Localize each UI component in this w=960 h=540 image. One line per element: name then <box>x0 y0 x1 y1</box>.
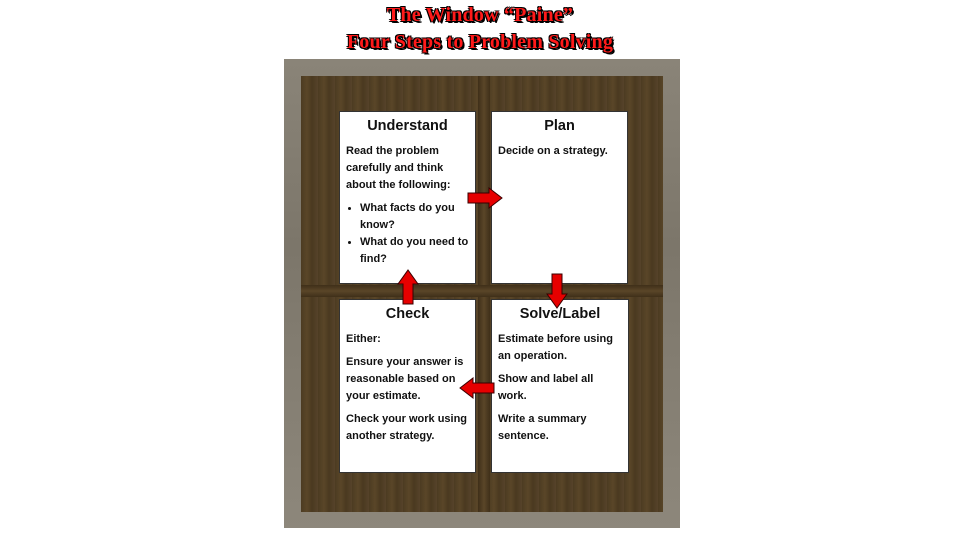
pane-check: Check Either: Ensure your answer is reas… <box>339 299 476 473</box>
check-item: Check your work using another strategy. <box>346 413 468 442</box>
pane-title-understand: Understand <box>367 118 448 134</box>
arrow-right-icon <box>467 187 503 209</box>
understand-intro: Read the problem carefully and think abo… <box>346 145 451 191</box>
page-subtitle: Four Steps to Problem Solving <box>346 31 614 53</box>
understand-bullet: What facts do you know? <box>360 200 469 234</box>
pane-plan: Plan Decide on a strategy. <box>491 111 628 284</box>
page-title: The Window “Paine” <box>386 4 574 26</box>
pane-understand: Understand Read the problem carefully an… <box>339 111 476 284</box>
solve-item: Show and label all work. <box>498 373 594 402</box>
pane-title-solve-label: Solve/Label <box>519 306 601 322</box>
arrow-up-icon <box>397 269 419 305</box>
pane-title-plan: Plan <box>544 118 575 134</box>
check-item: Ensure your answer is reasonable based o… <box>346 356 464 402</box>
pane-solve-label: Solve/Label Estimate before using an ope… <box>491 299 629 473</box>
window-mullion-horizontal <box>301 285 663 297</box>
pane-title-check: Check <box>385 306 430 322</box>
arrow-down-icon <box>546 273 568 309</box>
understand-bullet-list: What facts do you know? What do you need… <box>346 200 469 268</box>
check-item: Either: <box>346 333 381 345</box>
arrow-left-icon <box>459 377 495 399</box>
solve-item: Estimate before using an operation. <box>498 333 613 362</box>
plan-text: Decide on a strategy. <box>498 145 608 157</box>
understand-bullet: What do you need to find? <box>360 234 469 268</box>
solve-item: Write a summary sentence. <box>498 413 587 442</box>
